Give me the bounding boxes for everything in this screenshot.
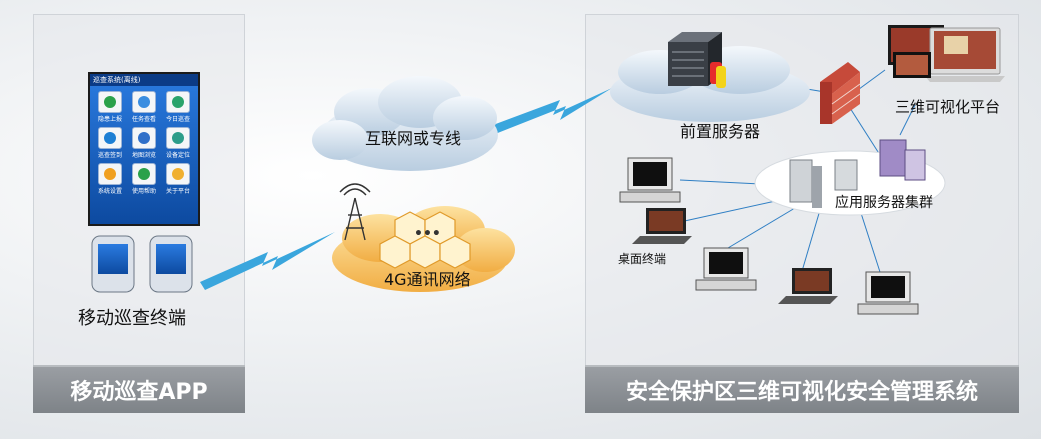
app-tile-label: 地图浏览	[131, 152, 156, 159]
right-footer-label: 安全保护区三维可视化安全管理系统	[625, 380, 978, 405]
app-tile-label: 设备定位	[165, 152, 190, 159]
app-cluster-label: 应用服务器集群	[835, 195, 933, 211]
app-tile-label: 任务查看	[131, 116, 156, 123]
phone-screen: 巡查系统(离线) 隐患上报 任务查看 今日巡查巡查签到 地图浏览 设备定位系统设置 使用帮…	[88, 72, 200, 226]
app-tile-label: 巡查签到	[97, 152, 122, 159]
phone-app-tile[interactable]: 关于平台	[162, 163, 194, 195]
desktop-terminal-icon	[857, 271, 919, 315]
phone-app-tile[interactable]: 隐患上报	[94, 91, 126, 123]
app-tile-label: 今日巡查	[165, 116, 190, 123]
app-tile-label: 使用帮助	[131, 188, 156, 195]
lightning-link-right	[485, 88, 612, 136]
cell-tower-icon	[339, 183, 371, 241]
app-tile-icon	[166, 163, 190, 185]
cell-hex-grid	[379, 211, 471, 269]
app-tile-icon	[98, 127, 122, 149]
app-tile-label: 关于平台	[165, 188, 190, 195]
phone-app-tile[interactable]: 今日巡查	[162, 91, 194, 123]
app-tile-icon	[132, 163, 156, 185]
platform-3d-label: 三维可视化平台	[895, 98, 1001, 116]
phone-app-tile[interactable]: 巡查签到	[94, 127, 126, 159]
front-server-label: 前置服务器	[680, 122, 761, 141]
lightning-link-left	[200, 232, 335, 290]
desktop-terminals	[619, 157, 919, 315]
left-footer: 移动巡查APP	[33, 365, 245, 413]
network-4g-label: 4G通讯网络	[384, 270, 471, 289]
firewall-icon	[820, 62, 861, 124]
laptop-terminal-icon	[632, 208, 692, 244]
internet-cloud	[312, 76, 498, 171]
app-tile-label: 系统设置	[97, 188, 122, 195]
app-tile-icon	[98, 91, 122, 113]
phone-app-tile[interactable]: 使用帮助	[128, 163, 160, 195]
cell-dots: •••	[414, 226, 441, 242]
platform-display-icon	[888, 25, 1005, 82]
app-server-cluster-icon	[789, 139, 926, 208]
left-footer-label: 移动巡查APP	[70, 380, 208, 405]
desktop-label: 桌面终端	[618, 252, 667, 266]
desktop-terminal-icon	[619, 157, 681, 203]
app-tile-icon	[132, 91, 156, 113]
phone-app-tile[interactable]: 系统设置	[94, 163, 126, 195]
app-tile-label: 隐患上报	[97, 116, 122, 123]
phone-app-tile[interactable]: 任务查看	[128, 91, 160, 123]
front-server-icon	[668, 32, 726, 88]
handset-left-icon	[91, 235, 135, 293]
desktop-terminal-icon	[695, 247, 757, 291]
app-tile-icon	[132, 127, 156, 149]
right-footer: 安全保护区三维可视化安全管理系统	[585, 365, 1019, 413]
app-tile-icon	[166, 91, 190, 113]
app-tile-icon	[98, 163, 122, 185]
phone-app-grid: 隐患上报 任务查看 今日巡查巡查签到 地图浏览 设备定位系统设置 使用帮助 关于平台	[90, 86, 198, 200]
internet-label: 互联网或专线	[365, 129, 462, 148]
phone-app-tile[interactable]: 设备定位	[162, 127, 194, 159]
mobile-terminal-label: 移动巡查终端	[78, 308, 186, 329]
phone-app-tile[interactable]: 地图浏览	[128, 127, 160, 159]
handset-right-icon	[149, 235, 193, 293]
app-tile-icon	[166, 127, 190, 149]
phone-screen-title: 巡查系统(离线)	[90, 74, 198, 86]
laptop-terminal-icon	[778, 268, 838, 304]
